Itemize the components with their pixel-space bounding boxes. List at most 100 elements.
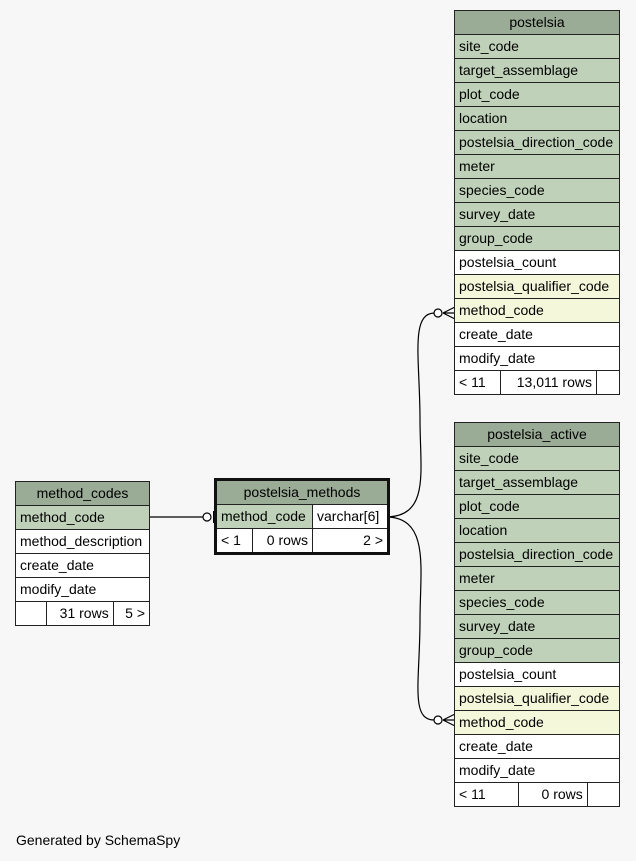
column-meter[interactable]: meter — [454, 154, 620, 179]
parents-count[interactable]: < 11 — [454, 370, 501, 395]
column-row[interactable]: create_date — [454, 322, 620, 347]
column-row[interactable]: postelsia_qualifier_code — [454, 274, 620, 299]
column-species-code[interactable]: species_code — [454, 590, 620, 615]
column-postelsia-direction-code[interactable]: postelsia_direction_code — [454, 130, 620, 155]
row-count: 13,011 rows — [499, 370, 598, 395]
column-postelsia-count[interactable]: postelsia_count — [454, 250, 620, 275]
column-plot-code[interactable]: plot_code — [454, 494, 620, 519]
column-row[interactable]: method_code — [454, 298, 620, 323]
column-row[interactable]: species_code — [454, 590, 620, 615]
column-location[interactable]: location — [454, 106, 620, 131]
children-count[interactable]: 2 > — [312, 528, 388, 553]
table-header[interactable]: postelsia — [454, 10, 620, 35]
column-meter[interactable]: meter — [454, 566, 620, 591]
column-row[interactable]: plot_code — [454, 82, 620, 107]
edge-zero-marker — [433, 308, 443, 318]
column-method-code[interactable]: method_code — [15, 505, 150, 530]
column-row[interactable]: create_date — [15, 553, 150, 578]
column-site-code[interactable]: site_code — [454, 446, 620, 471]
edge-crowfoot-marker — [442, 306, 456, 320]
column-row[interactable]: plot_code — [454, 494, 620, 519]
column-species-code[interactable]: species_code — [454, 178, 620, 203]
edge-zero-marker — [202, 512, 212, 522]
column-row[interactable]: site_code — [454, 34, 620, 59]
column-method-code[interactable]: method_code — [454, 298, 620, 323]
column-location[interactable]: location — [454, 518, 620, 543]
table-header[interactable]: postelsia_methods — [216, 480, 388, 505]
column-create-date[interactable]: create_date — [454, 322, 620, 347]
column-modify-date[interactable]: modify_date — [454, 346, 620, 371]
column-modify-date[interactable]: modify_date — [454, 758, 620, 783]
column-postelsia-qualifier-code[interactable]: postelsia_qualifier_code — [454, 274, 620, 299]
edge-zero-marker — [433, 715, 443, 725]
column-row[interactable]: postelsia_qualifier_code — [454, 686, 620, 711]
children-count[interactable] — [586, 782, 621, 807]
column-modify-date[interactable]: modify_date — [15, 577, 150, 602]
column-row[interactable]: target_assemblage — [454, 470, 620, 495]
column-row[interactable]: create_date — [454, 734, 620, 759]
column-row[interactable]: method_code — [15, 505, 150, 530]
edge-postelsia-methods-to-postelsia-active — [387, 516, 435, 721]
column-survey-date[interactable]: survey_date — [454, 614, 620, 639]
table-header[interactable]: postelsia_active — [454, 422, 620, 447]
edge-postelsia-methods-to-postelsia — [387, 312, 435, 518]
column-row[interactable]: modify_date — [454, 758, 620, 783]
column-group-code[interactable]: group_code — [454, 638, 620, 663]
column-row[interactable]: postelsia_direction_code — [454, 130, 620, 155]
column-row[interactable]: postelsia_direction_code — [454, 542, 620, 567]
column-postelsia-count[interactable]: postelsia_count — [454, 662, 620, 687]
column-row[interactable]: postelsia_count — [454, 250, 620, 275]
parents-count[interactable] — [14, 601, 48, 626]
column-plot-code[interactable]: plot_code — [454, 82, 620, 107]
column-method-code[interactable]: method_code — [454, 710, 620, 735]
table-footer: < 11 13,011 rows — [454, 370, 620, 395]
row-count: 0 rows — [518, 782, 588, 807]
column-row[interactable]: location — [454, 518, 620, 543]
column-row[interactable]: method_code — [454, 710, 620, 735]
column-create-date[interactable]: create_date — [454, 734, 620, 759]
column-row[interactable]: method_code varchar[6] — [216, 504, 388, 529]
column-row[interactable]: modify_date — [454, 346, 620, 371]
column-type: varchar[6] — [312, 504, 388, 529]
row-count: 0 rows — [252, 528, 313, 553]
column-row[interactable]: method_description — [15, 529, 150, 554]
column-row[interactable]: location — [454, 106, 620, 131]
column-method-description[interactable]: method_description — [15, 529, 150, 554]
column-row[interactable]: meter — [454, 566, 620, 591]
column-row[interactable]: survey_date — [454, 202, 620, 227]
column-row[interactable]: species_code — [454, 178, 620, 203]
column-target-assemblage[interactable]: target_assemblage — [454, 470, 620, 495]
generated-by-footer[interactable]: Generated by SchemaSpy — [16, 832, 181, 848]
table-footer: < 11 0 rows — [453, 782, 621, 807]
column-row[interactable]: group_code — [454, 638, 620, 663]
column-row[interactable]: meter — [454, 154, 620, 179]
table-header[interactable]: method_codes — [15, 481, 150, 506]
children-count[interactable]: 5 > — [112, 601, 151, 626]
table-footer: < 1 0 rows 2 > — [216, 528, 388, 553]
column-group-code[interactable]: group_code — [454, 226, 620, 251]
column-site-code[interactable]: site_code — [454, 34, 620, 59]
column-create-date[interactable]: create_date — [15, 553, 150, 578]
column-row[interactable]: target_assemblage — [454, 58, 620, 83]
table-postelsia-methods[interactable]: postelsia_methods method_code varchar[6]… — [214, 478, 390, 555]
table-footer: 31 rows 5 > — [14, 601, 151, 626]
column-postelsia-qualifier-code[interactable]: postelsia_qualifier_code — [454, 686, 620, 711]
column-row[interactable]: site_code — [454, 446, 620, 471]
column-survey-date[interactable]: survey_date — [454, 202, 620, 227]
column-target-assemblage[interactable]: target_assemblage — [454, 58, 620, 83]
column-row[interactable]: survey_date — [454, 614, 620, 639]
parents-count[interactable]: < 1 — [216, 528, 253, 553]
children-count[interactable] — [596, 370, 620, 395]
parents-count[interactable]: < 11 — [453, 782, 520, 807]
column-row[interactable]: group_code — [454, 226, 620, 251]
row-count: 31 rows — [46, 601, 114, 626]
column-row[interactable]: modify_date — [15, 577, 150, 602]
column-postelsia-direction-code[interactable]: postelsia_direction_code — [454, 542, 620, 567]
column-name[interactable]: method_code — [216, 504, 313, 529]
edge-crowfoot-marker — [442, 713, 456, 727]
column-row[interactable]: postelsia_count — [454, 662, 620, 687]
